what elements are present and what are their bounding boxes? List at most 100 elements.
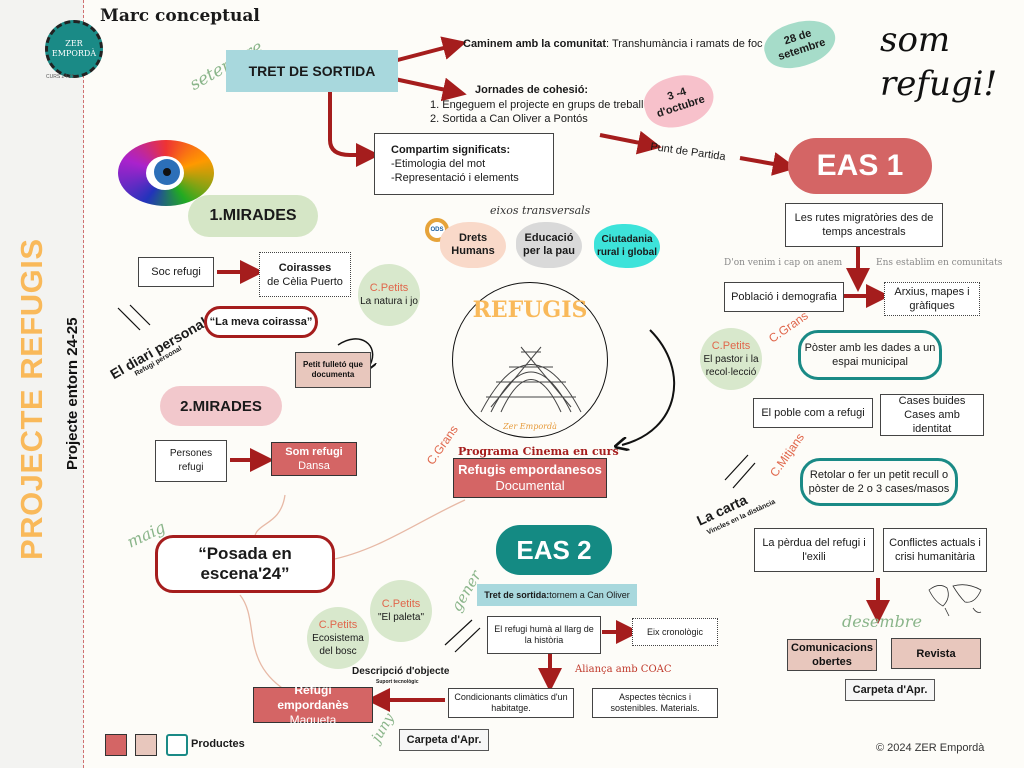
cpetits-label: C.Petits — [711, 339, 751, 352]
caminem-rest: : Transhumància i ramats de foc — [606, 38, 763, 50]
copyright: © 2024 ZER Empordà — [876, 742, 985, 754]
project-title: PROJECTE REFUGIS — [14, 238, 49, 561]
refugi-emp-title: Refugi empordanès — [277, 682, 349, 712]
sidebar — [0, 0, 84, 768]
poble-refugi-box: El poble com a refugi — [753, 398, 873, 428]
zer-emporda-logo: ZER EMPORDÀ — [45, 20, 103, 78]
posada-en-escena-box: “Posada en escena'24” — [155, 535, 335, 593]
world-map-icon — [928, 584, 982, 617]
month-desembre: desembre — [842, 612, 922, 631]
carpeta-eas2-box: Carpeta d'Apr. — [399, 729, 489, 751]
eix-educacio-pau: Educació per la pau — [516, 222, 582, 268]
cpetits-paleta-circle: C.Petits "El paleta" — [370, 580, 432, 642]
page-title: Marc conceptual — [100, 6, 260, 26]
caminem-bold: Caminem amb la comunitat — [463, 38, 607, 50]
note-don-venim: D'on venim i cap on anem — [724, 258, 843, 268]
handwritten-som-refugi: som refugi! — [880, 20, 998, 104]
arxius-box: Arxius, mapes i gràfiques — [884, 282, 980, 316]
cpetits-ecosistema-circle: C.Petits Ecosistema del bosc — [307, 607, 369, 669]
project-subtitle: Projecte entorn 24-25 — [64, 317, 81, 470]
eas1-pill: EAS 1 — [788, 138, 932, 194]
refugis-logo-sub: Zer Empordà — [503, 422, 557, 431]
logo-sub: CURS 24-25 — [46, 74, 75, 80]
retolar-box: Retolar o fer un petit recull o pòster d… — [800, 458, 958, 506]
eix-drets-humans: Drets Humans — [440, 222, 506, 268]
cpetits-label: C.Petits — [369, 282, 409, 294]
som-refugi-box: Som refugi Dansa — [271, 442, 357, 476]
cpetits-text: El pastor i la recol·lecció — [703, 353, 759, 378]
cpetits-pastor-circle: C.Petits El pastor i la recol·lecció — [700, 328, 762, 390]
tret-de-sortida-box: TRET DE SORTIDA — [226, 50, 398, 92]
descripcio-label: Descripció d'objecte — [352, 666, 450, 677]
eixos-label: eixos transversals — [490, 204, 591, 217]
logo-line2: EMPORDÀ — [51, 49, 97, 58]
legend-swatch-teal — [166, 734, 188, 756]
condicionants-box: Condicionants climàtics d'un habitatge. — [448, 688, 574, 718]
cpetits-text: Ecosistema del bosc — [312, 632, 364, 657]
mirades-1-pill: 1.MIRADES — [188, 195, 318, 237]
meva-coirassa-box: “La meva coirassa” — [204, 306, 318, 338]
jornades-list: 1. Engeguem el projecte en grups de treb… — [430, 98, 643, 126]
diari-personal-label: El diari personal — [107, 313, 210, 383]
conflictes-box: Conflictes actuals i crisi humanitària — [883, 528, 987, 572]
coirasses-title: Coirasses — [278, 261, 332, 274]
legend-label: Productes — [191, 738, 245, 750]
aspectes-box: Aspectes tècnics i sostenibles. Material… — [592, 688, 718, 718]
refugis-center-logo: REFUGIS Zer Empordà — [452, 282, 608, 438]
curly-connector-maqueta — [239, 594, 286, 691]
refugi-emporda-box: Refugi empordanès Maqueta — [253, 683, 373, 727]
poster-box: Pòster amb les dades a un espai municipa… — [798, 330, 942, 380]
cases-box: Cases buides Cases amb identitat — [880, 394, 984, 436]
alianca-coac-label: Aliança amb COAC — [575, 664, 672, 675]
arrow-to-compartim — [328, 92, 380, 167]
date-badge-28-setembre: 28 de setembre — [758, 11, 842, 77]
arrow-punt-partida-2 — [739, 152, 797, 176]
eix-cronologic-box: Eix cronològic — [632, 618, 718, 646]
arrow-to-caminem — [389, 36, 467, 64]
comunicacions-box: Comunicacions obertes — [787, 639, 877, 671]
refugis-empordanesos-box: Refugis empordanesos Documental — [453, 458, 607, 498]
tret-rest: tornem a Can Oliver — [549, 590, 630, 600]
logo-line1: ZER — [65, 39, 83, 48]
coirasses-sub: de Cèlia Puerto — [267, 275, 343, 288]
poblacio-box: Població i demografia — [724, 282, 844, 312]
legend-swatch-pink — [135, 734, 157, 756]
tret-bold: Tret de sortida: — [484, 590, 550, 600]
arrow-to-jornades — [389, 76, 467, 102]
compartim-item: -Representació i elements — [391, 172, 519, 184]
hatched-arrow-carta — [724, 454, 756, 489]
colorful-eye-icon — [118, 140, 214, 206]
jornades-item: 1. Engeguem el projecte en grups de treb… — [430, 99, 644, 111]
revista-box: Revista — [891, 638, 981, 669]
som-refugi-sub: Dansa — [298, 460, 330, 472]
cpetits-text: La natura i jo — [360, 296, 418, 307]
mirades-2-pill: 2.MIRADES — [160, 386, 282, 426]
black-curve-arrow — [622, 329, 676, 445]
cpetits-label: C.Petits — [381, 598, 421, 610]
refugis-logo-title: REFUGIS — [472, 297, 588, 323]
arrow-punt-partida-1 — [599, 130, 662, 155]
cinema-label: Programa Cinema en curs — [458, 445, 619, 458]
jornades-item: 2. Sortida a Can Oliver a Pontós — [430, 113, 588, 125]
eix-ciutadania: Ciutadania rural i global — [594, 224, 660, 268]
caminem-text: Caminem amb la comunitat: Transhumància … — [463, 38, 763, 50]
hatched-arrow-objecte — [444, 619, 481, 653]
coirasses-box: Coirasses de Cèlia Puerto — [259, 252, 351, 297]
date-badge-3-4-octubre: 3 -4 d'octubre — [637, 66, 721, 136]
note-ens-establim: Ens establim en comunitats — [876, 258, 1003, 268]
soc-refugi-box: Soc refugi — [138, 257, 214, 287]
refugis-emp-sub: Documental — [495, 478, 565, 493]
punt-de-partida-label: Punt de Partida — [649, 140, 727, 164]
compartim-box: Compartim significats: -Etimologia del m… — [374, 133, 554, 195]
refugi-emp-sub: Maqueta — [289, 712, 337, 727]
descripcio-sub: Suport tecnològic — [376, 679, 419, 685]
carpeta-eas1-box: Carpeta d'Apr. — [845, 679, 935, 701]
refugis-emp-title: Refugis empordanesos — [458, 462, 602, 477]
persones-refugi-box: Persones refugi — [155, 440, 227, 482]
refugi-huma-box: El refugi humà al llarg de la història — [487, 616, 601, 654]
tret-sortida-eas2: Tret de sortida: tornem a Can Oliver — [477, 584, 637, 606]
perdua-box: La pèrdua del refugi i l'exili — [754, 528, 874, 572]
cpetits-natura-circle: C.Petits La natura i jo — [358, 264, 420, 326]
cpetits-text: "El paleta" — [377, 612, 424, 623]
hatched-arrow-diari — [117, 304, 151, 331]
